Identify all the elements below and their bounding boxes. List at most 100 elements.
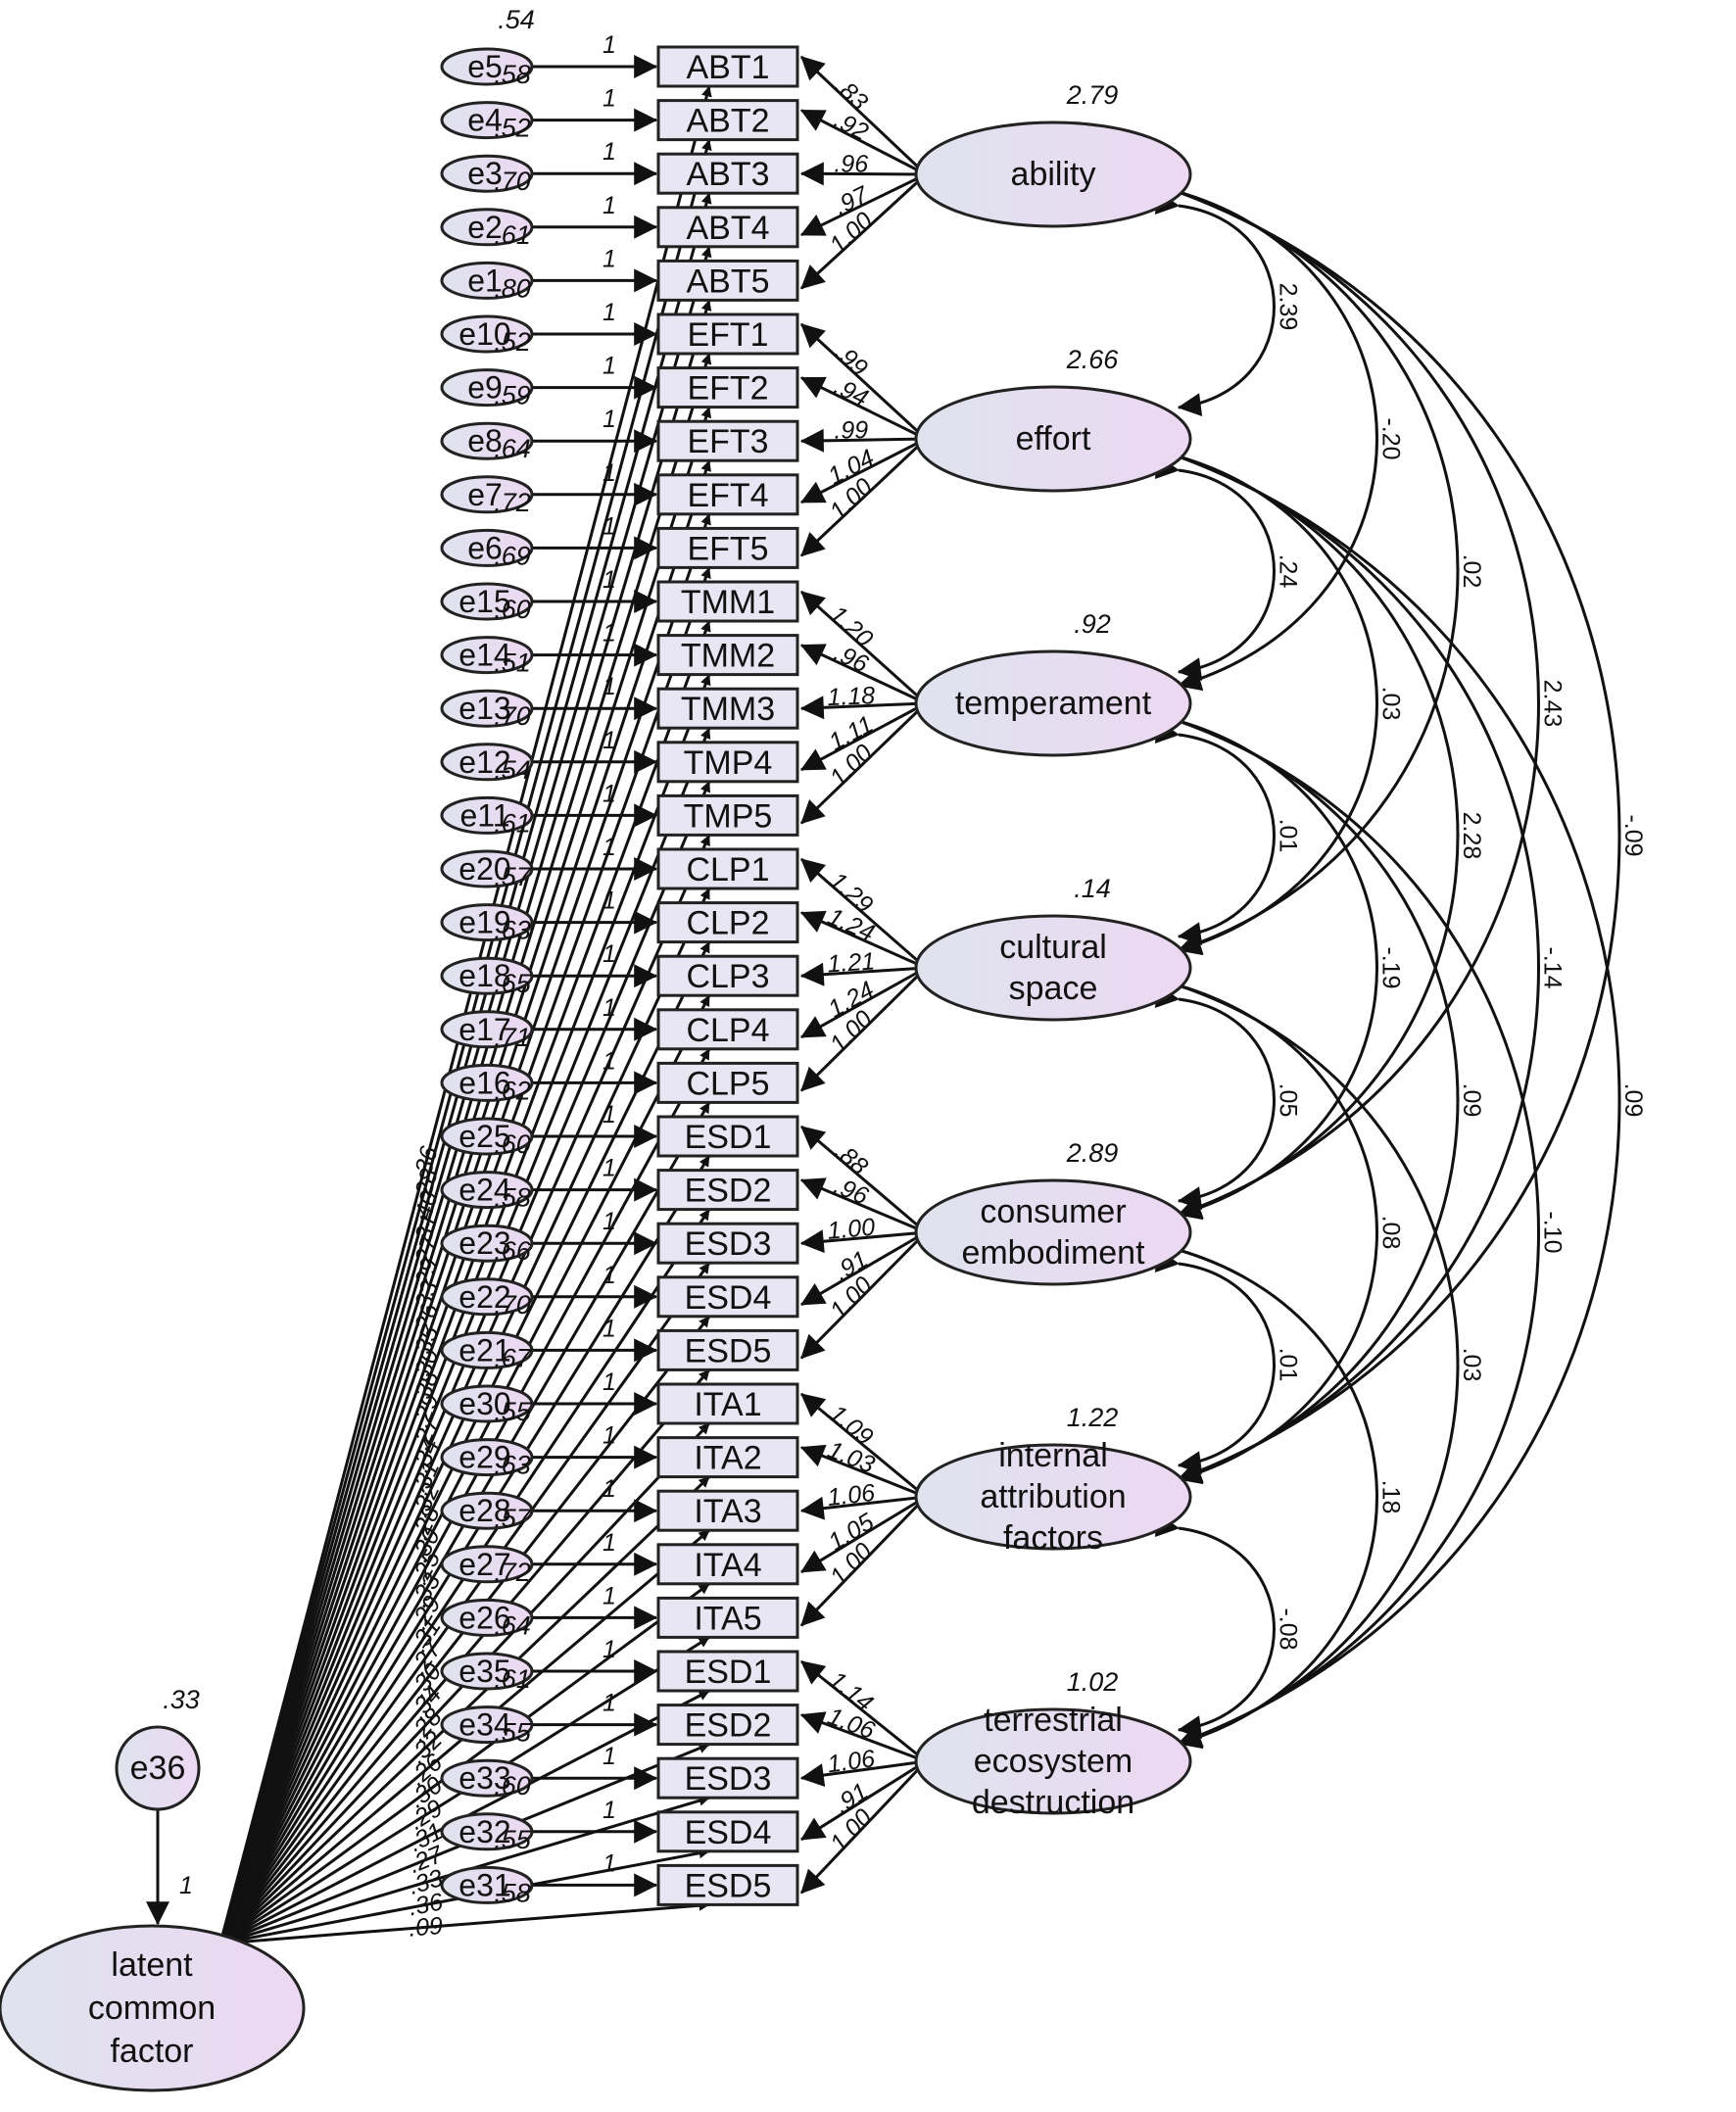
error-ellipse <box>440 1330 534 1369</box>
indicator-box: ABT3 <box>656 152 799 195</box>
covariance-value: .09 <box>1619 1083 1647 1118</box>
error-variance-value: .57 <box>494 1504 532 1533</box>
error-term: e15 <box>440 582 534 621</box>
factor-loading-value: 1.06 <box>824 1703 878 1745</box>
error-term: e8 <box>440 421 534 460</box>
error-label: e22 <box>458 1279 510 1315</box>
indicator-box-rect <box>656 793 799 837</box>
latent-factor-ellipse <box>914 120 1192 228</box>
error-term: e12 <box>440 743 534 782</box>
covariance-value: .08 <box>1377 1216 1405 1250</box>
error-variance-value: .52 <box>494 114 531 143</box>
indicator-box-rect <box>656 312 799 356</box>
error-variance-value: .51 <box>494 648 531 678</box>
indicator-box: ESD4 <box>656 1275 799 1319</box>
error-ellipse <box>440 956 534 995</box>
error-label: e20 <box>458 851 510 887</box>
error-term: e5 <box>440 47 534 86</box>
error-path-weight: 1 <box>603 1475 616 1503</box>
latent-factor: temperament <box>914 649 1192 757</box>
error-variance-value: .61 <box>494 1664 531 1694</box>
covariance-value: -.10 <box>1539 1211 1567 1253</box>
error-ellipse <box>440 1705 534 1745</box>
error-term: e18 <box>440 956 534 995</box>
error-variance-value: .61 <box>494 808 531 838</box>
covariance-arc <box>1154 720 1276 945</box>
indicator-label: ITA5 <box>694 1600 761 1637</box>
error-term: e3 <box>440 154 534 193</box>
error-label: e28 <box>458 1493 510 1528</box>
error-term: e28 <box>440 1491 534 1530</box>
error-path-weight: 1 <box>603 459 616 487</box>
indicator-label: EFT3 <box>687 423 768 460</box>
factor-loading-path <box>799 437 928 557</box>
indicator-box-rect <box>656 687 799 730</box>
factor-loading-value: .92 <box>830 106 873 146</box>
error-path-weight: 1 <box>603 1155 616 1182</box>
indicator-box: ITA4 <box>656 1543 799 1586</box>
indicator-box: CLP2 <box>656 901 799 944</box>
latent-factor-ellipse <box>914 1707 1192 1815</box>
covariance-value: .18 <box>1377 1480 1405 1514</box>
latent-common-factor-label: common <box>88 1990 216 2027</box>
error-path-weight: 1 <box>603 1529 616 1557</box>
indicator-box: ESD2 <box>656 1169 799 1212</box>
latent-factor-ellipse <box>914 385 1192 493</box>
latent-factor-ellipse <box>914 1178 1192 1286</box>
error-label: e17 <box>458 1012 510 1047</box>
latent-factor-label: ecosystem <box>974 1743 1133 1780</box>
indicator-label: ABT4 <box>686 210 769 247</box>
error-path-weight: 1 <box>603 245 616 272</box>
error-path-weight: 1 <box>603 940 616 968</box>
error-label: e16 <box>458 1065 510 1100</box>
indicator-box-rect <box>656 741 799 784</box>
error-label: e21 <box>458 1332 510 1368</box>
covariance-arc <box>1153 703 1378 1221</box>
error-path-weight: 1 <box>603 1368 616 1396</box>
error-ellipse <box>440 154 534 193</box>
indicator-box: ITA2 <box>656 1436 799 1479</box>
error-ellipse <box>440 1598 534 1637</box>
error-term: e26 <box>440 1598 534 1637</box>
covariance-arc <box>1153 1232 1378 1750</box>
covariance-layer <box>1153 172 1621 1750</box>
factor-loading-path <box>799 701 927 772</box>
indicator-label: ITA1 <box>694 1386 761 1423</box>
indicator-label: CLP4 <box>686 1012 769 1049</box>
factor-loading-path <box>799 1759 928 1895</box>
indicator-box: ESD2 <box>656 1704 799 1747</box>
factor-loading-path <box>799 1230 927 1307</box>
error-path-weight: 1 <box>603 1422 616 1450</box>
covariance-arc <box>1153 438 1460 1220</box>
indicator-label: TMP5 <box>684 797 773 835</box>
error-path-weight: 1 <box>603 1743 616 1770</box>
error-label: e19 <box>458 905 510 940</box>
factor-loading-path <box>800 1125 927 1234</box>
error-ellipse <box>440 795 534 835</box>
error-ellipse <box>440 101 534 140</box>
error-path-weight: 1 <box>603 299 616 326</box>
covariance-arc <box>1154 984 1276 1210</box>
error-variance-value: .57 <box>494 862 532 891</box>
path-layer <box>146 55 928 1945</box>
error-ellipse <box>440 1758 534 1798</box>
indicator-label: ESD1 <box>685 1119 772 1156</box>
error-term: e17 <box>440 1010 534 1049</box>
error-ellipse <box>440 1117 534 1156</box>
error-term: e6 <box>440 528 534 567</box>
error-ellipse <box>440 1224 534 1263</box>
error-label: e9 <box>467 370 503 406</box>
error-label: e11 <box>459 797 509 833</box>
factor-loading-path <box>799 1495 928 1627</box>
e36-variance-value: .33 <box>163 1685 200 1714</box>
error-term: e35 <box>440 1652 534 1691</box>
latent-factor-label: internal <box>998 1437 1108 1474</box>
factor-loading-value: 1.00 <box>825 1272 878 1324</box>
covariance-arc <box>1154 456 1276 681</box>
factor-loading-path <box>799 437 927 504</box>
factor-variance-value: 1.02 <box>1067 1667 1119 1697</box>
indicator-box: ESD5 <box>656 1863 799 1906</box>
covariance-value: -.20 <box>1377 417 1405 459</box>
